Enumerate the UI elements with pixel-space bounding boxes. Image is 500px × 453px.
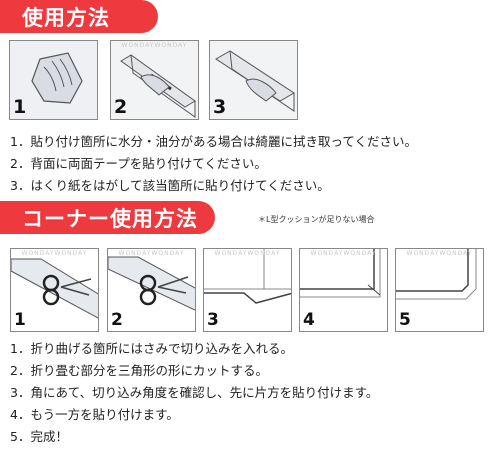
watermark: WONDAYWONDAY [21,250,88,257]
triangle-cut-icon [108,249,195,331]
corner-panel-number: 4 [303,310,315,330]
usage-panel-1: 1 [9,40,98,120]
usage-panel-number: 1 [13,96,27,118]
usage-panel-3: 3 [209,40,298,120]
corner-step: 4．もう一方を貼り付けます。 [10,407,179,422]
scissors-cut-icon [11,249,98,331]
corner-panel-2: 2 WONDAYWONDAY [107,248,196,332]
usage-title: 使用方法 [22,5,110,30]
watermark: WONDAYWONDAY [214,250,281,257]
corner-steps-list: 1．折り曲げる箇所にはさみで切り込みを入れる。 2．折り畳む部分を三角形の形にカ… [10,338,378,448]
corner-note: ＊L型クッションが足りない場合 [258,215,375,224]
corner-step: 2．折り畳む部分を三角形の形にカットする。 [10,363,268,378]
usage-panel-2: 2 WONDAYWONDAY [110,40,199,120]
wiping-hand-icon [10,41,97,119]
watermark: WONDAYWONDAY [310,250,377,257]
fold-other-side-icon [300,249,387,331]
usage-panel-number: 3 [213,96,227,118]
usage-step: 1．貼り付け箇所に水分・油分がある場合は綺麗に拭き取ってください。 [10,134,417,149]
usage-step: 2．背面に両面テープを貼り付けてください。 [10,156,267,171]
completed-corner-icon [396,249,483,331]
usage-panel-number: 2 [114,96,128,118]
corner-panel-number: 2 [111,310,123,330]
corner-step: 1．折り曲げる箇所にはさみで切り込みを入れる。 [10,341,293,356]
watermark: WONDAYWONDAY [406,250,473,257]
usage-step: 3．はくり紙をはがして該当箇所に貼り付けてください。 [10,178,330,193]
corner-step: 3．角にあて、切り込み角度を確認し、先に片方を貼り付けます。 [10,385,379,400]
corner-panel-4: 4 WONDAYWONDAY [299,248,388,332]
watermark: WONDAYWONDAY [121,42,188,49]
corner-panel-number: 5 [399,310,411,330]
usage-steps-list: 1．貼り付け箇所に水分・油分がある場合は綺麗に拭き取ってください。 2．背面に両… [10,131,417,197]
corner-panel-1: 1 WONDAYWONDAY [10,248,99,332]
stick-to-surface-icon [210,41,297,119]
watermark: WONDAYWONDAY [118,250,185,257]
corner-align-icon [204,249,291,331]
usage-title-banner: 使用方法 [0,0,158,33]
tape-apply-icon [111,41,198,119]
corner-title: コーナー使用方法 [22,206,198,231]
corner-panel-number: 1 [14,310,26,330]
corner-step: 5．完成！ [10,429,68,444]
corner-panel-5: 5 WONDAYWONDAY [395,248,484,332]
corner-panel-3: 3 WONDAYWONDAY [203,248,292,332]
corner-panel-number: 3 [207,310,219,330]
corner-title-banner: コーナー使用方法 [0,201,215,234]
